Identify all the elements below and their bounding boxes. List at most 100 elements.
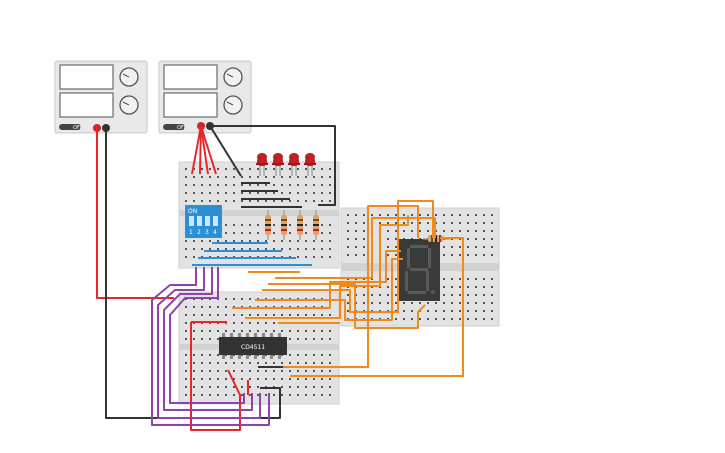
breadboard-hole[interactable] (483, 246, 485, 248)
breadboard-hole[interactable] (483, 230, 485, 232)
breadboard-hole[interactable] (209, 330, 211, 332)
breadboard-hole[interactable] (217, 168, 219, 170)
breadboard-hole[interactable] (265, 330, 267, 332)
breadboard-hole[interactable] (363, 294, 365, 296)
breadboard-hole[interactable] (475, 302, 477, 304)
breadboard-hole[interactable] (491, 254, 493, 256)
breadboard-hole[interactable] (403, 310, 405, 312)
breadboard-hole[interactable] (305, 200, 307, 202)
breadboard-hole[interactable] (289, 338, 291, 340)
breadboard-hole[interactable] (419, 222, 421, 224)
breadboard-hole[interactable] (321, 394, 323, 396)
breadboard-hole[interactable] (249, 168, 251, 170)
breadboard-hole[interactable] (395, 286, 397, 288)
breadboard-hole[interactable] (249, 176, 251, 178)
breadboard-hole[interactable] (475, 246, 477, 248)
breadboard-hole[interactable] (281, 168, 283, 170)
breadboard-hole[interactable] (273, 314, 275, 316)
breadboard-hole[interactable] (355, 230, 357, 232)
breadboard-hole[interactable] (363, 230, 365, 232)
breadboard-hole[interactable] (313, 386, 315, 388)
breadboard-hole[interactable] (313, 184, 315, 186)
breadboard-hole[interactable] (387, 222, 389, 224)
breadboard-hole[interactable] (475, 294, 477, 296)
leds[interactable] (256, 153, 316, 176)
breadboard-hole[interactable] (217, 176, 219, 178)
breadboard-hole[interactable] (355, 246, 357, 248)
breadboard-hole[interactable] (395, 318, 397, 320)
breadboard-hole[interactable] (491, 222, 493, 224)
breadboard-hole[interactable] (241, 240, 243, 242)
breadboard-hole[interactable] (233, 240, 235, 242)
breadboard-hole[interactable] (281, 314, 283, 316)
breadboard-hole[interactable] (225, 370, 227, 372)
breadboard-hole[interactable] (193, 394, 195, 396)
breadboard-hole[interactable] (233, 192, 235, 194)
breadboard-hole[interactable] (427, 318, 429, 320)
breadboard-hole[interactable] (355, 254, 357, 256)
breadboard-hole[interactable] (185, 370, 187, 372)
breadboard-hole[interactable] (491, 214, 493, 216)
dip-toggle-1[interactable] (189, 216, 194, 226)
breadboard-hole[interactable] (321, 176, 323, 178)
breadboard-hole[interactable] (233, 184, 235, 186)
breadboard-hole[interactable] (321, 354, 323, 356)
breadboard-hole[interactable] (201, 176, 203, 178)
breadboard-hole[interactable] (329, 192, 331, 194)
breadboard-hole[interactable] (491, 238, 493, 240)
breadboard-hole[interactable] (451, 294, 453, 296)
led-4[interactable] (304, 153, 316, 176)
breadboard-hole[interactable] (411, 318, 413, 320)
breadboard-hole[interactable] (241, 378, 243, 380)
breadboard-hole[interactable] (201, 306, 203, 308)
breadboard-hole[interactable] (297, 354, 299, 356)
breadboard-hole[interactable] (483, 286, 485, 288)
breadboard-hole[interactable] (329, 168, 331, 170)
breadboard-hole[interactable] (241, 192, 243, 194)
breadboard-hole[interactable] (329, 370, 331, 372)
breadboard-hole[interactable] (297, 386, 299, 388)
breadboard-hole[interactable] (305, 176, 307, 178)
breadboard-hole[interactable] (273, 330, 275, 332)
breadboard-hole[interactable] (459, 254, 461, 256)
breadboard-hole[interactable] (225, 330, 227, 332)
dip-toggle-4[interactable] (213, 216, 218, 226)
breadboard-hole[interactable] (483, 214, 485, 216)
breadboard-hole[interactable] (403, 230, 405, 232)
breadboard-hole[interactable] (387, 214, 389, 216)
breadboard-hole[interactable] (419, 302, 421, 304)
power-supply-2[interactable]: OFF (158, 60, 252, 134)
breadboard-hole[interactable] (363, 254, 365, 256)
resistor-4[interactable] (313, 210, 319, 240)
breadboard-hole[interactable] (233, 176, 235, 178)
breadboard-hole[interactable] (419, 214, 421, 216)
breadboard-hole[interactable] (491, 286, 493, 288)
breadboard-hole[interactable] (297, 394, 299, 396)
breadboard-hole[interactable] (257, 370, 259, 372)
breadboard-hole[interactable] (475, 214, 477, 216)
breadboard-hole[interactable] (483, 254, 485, 256)
breadboard-hole[interactable] (225, 224, 227, 226)
breadboard-hole[interactable] (451, 230, 453, 232)
breadboard-hole[interactable] (321, 192, 323, 194)
breadboard-hole[interactable] (241, 298, 243, 300)
wires-orange[interactable] (232, 200, 464, 377)
breadboard-hole[interactable] (289, 248, 291, 250)
breadboard-hole[interactable] (347, 214, 349, 216)
breadboard-hole[interactable] (491, 294, 493, 296)
breadboard-hole[interactable] (435, 318, 437, 320)
breadboard-hole[interactable] (329, 362, 331, 364)
breadboard-hole[interactable] (379, 294, 381, 296)
breadboard-hole[interactable] (459, 302, 461, 304)
breadboard-hole[interactable] (395, 222, 397, 224)
breadboard-hole[interactable] (233, 248, 235, 250)
breadboard-hole[interactable] (185, 176, 187, 178)
breadboard-hole[interactable] (379, 222, 381, 224)
breadboard-hole[interactable] (209, 240, 211, 242)
breadboard-hole[interactable] (289, 224, 291, 226)
breadboard-hole[interactable] (209, 394, 211, 396)
breadboard-hole[interactable] (233, 330, 235, 332)
breadboard-hole[interactable] (233, 322, 235, 324)
breadboard-hole[interactable] (443, 254, 445, 256)
breadboard-hole[interactable] (257, 362, 259, 364)
